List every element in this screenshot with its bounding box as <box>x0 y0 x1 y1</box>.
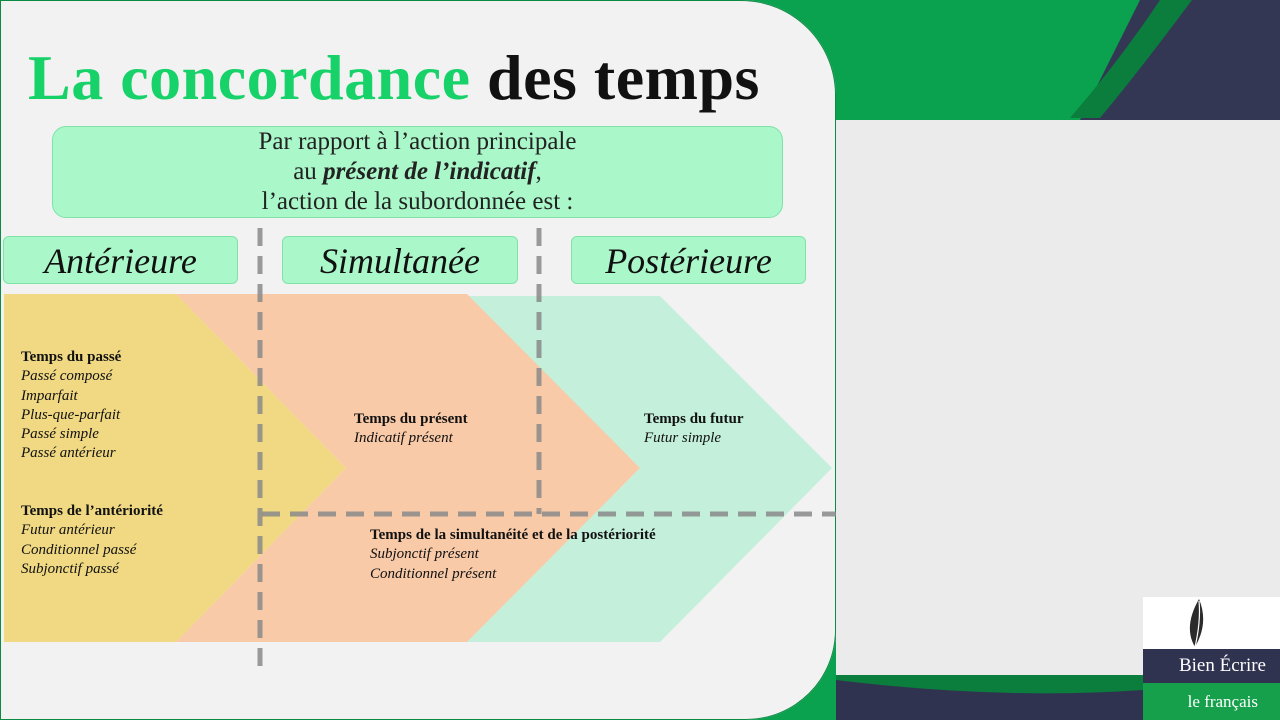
list-item: Futur antérieur <box>21 522 115 539</box>
logo-line-1: Bien Écrire <box>1143 649 1280 683</box>
list-item: Conditionnel passé <box>21 541 137 558</box>
intro-box: Par rapport à l’action principale au pré… <box>52 126 783 218</box>
category-simultanee: Simultanée <box>282 236 518 284</box>
group-present: Temps du présent Indicatif présent <box>354 410 468 449</box>
logo-top <box>1143 597 1280 649</box>
chevron-posterieure <box>467 296 832 642</box>
right-content-panel <box>836 120 1280 675</box>
group-futur: Temps du futur Futur simple <box>644 410 743 449</box>
group-heading: Temps du futur <box>644 411 744 427</box>
group-passe: Temps du passé Passé composé Imparfait P… <box>21 348 121 464</box>
list-item: Plus-que-parfait <box>21 406 121 423</box>
intro-line-2-suffix: , <box>535 158 542 185</box>
group-simultaneite: Temps de la simultanéité et de la postér… <box>370 526 656 584</box>
list-item: Imparfait <box>21 387 78 404</box>
group-heading: Temps de l’antériorité <box>21 503 163 519</box>
title-green: La concordance <box>28 42 471 113</box>
intro-emphasis: présent de l’indicatif <box>323 158 536 185</box>
list-item: Passé simple <box>21 426 99 443</box>
quill-icon <box>1189 599 1204 648</box>
list-item: Passé antérieur <box>21 445 116 462</box>
page-title: La concordance des temps <box>28 38 760 118</box>
brand-logo: Bien Écrire le français <box>1143 597 1280 720</box>
list-item: Passé composé <box>21 368 113 385</box>
intro-line-3: l’action de la subordonnée est : <box>261 188 574 215</box>
group-heading: Temps du présent <box>354 411 468 427</box>
timeline-diagram <box>4 228 836 676</box>
group-heading: Temps du passé <box>21 349 122 365</box>
slide-panel: La concordance des temps Par rapport à l… <box>0 0 836 720</box>
list-item: Subjonctif passé <box>21 560 119 577</box>
list-item: Conditionnel présent <box>370 565 497 582</box>
group-heading: Temps de la simultanéité et de la postér… <box>370 527 656 543</box>
list-item: Indicatif présent <box>354 430 453 447</box>
chevron-simultanee <box>176 294 640 642</box>
intro-line-1: Par rapport à l’action principale <box>258 128 577 155</box>
intro-line-2-prefix: au <box>293 158 324 185</box>
intro-line-2: au présent de l’indicatif, <box>53 157 782 187</box>
list-item: Subjonctif présent <box>370 546 479 563</box>
group-anteriorite: Temps de l’antériorité Futur antérieur C… <box>21 502 163 579</box>
title-black: des temps <box>487 42 760 113</box>
list-item: Futur simple <box>644 430 722 447</box>
category-posterieure: Postérieure <box>571 236 806 284</box>
logo-line-2: le français <box>1143 683 1280 720</box>
category-anterieure: Antérieure <box>3 236 238 284</box>
